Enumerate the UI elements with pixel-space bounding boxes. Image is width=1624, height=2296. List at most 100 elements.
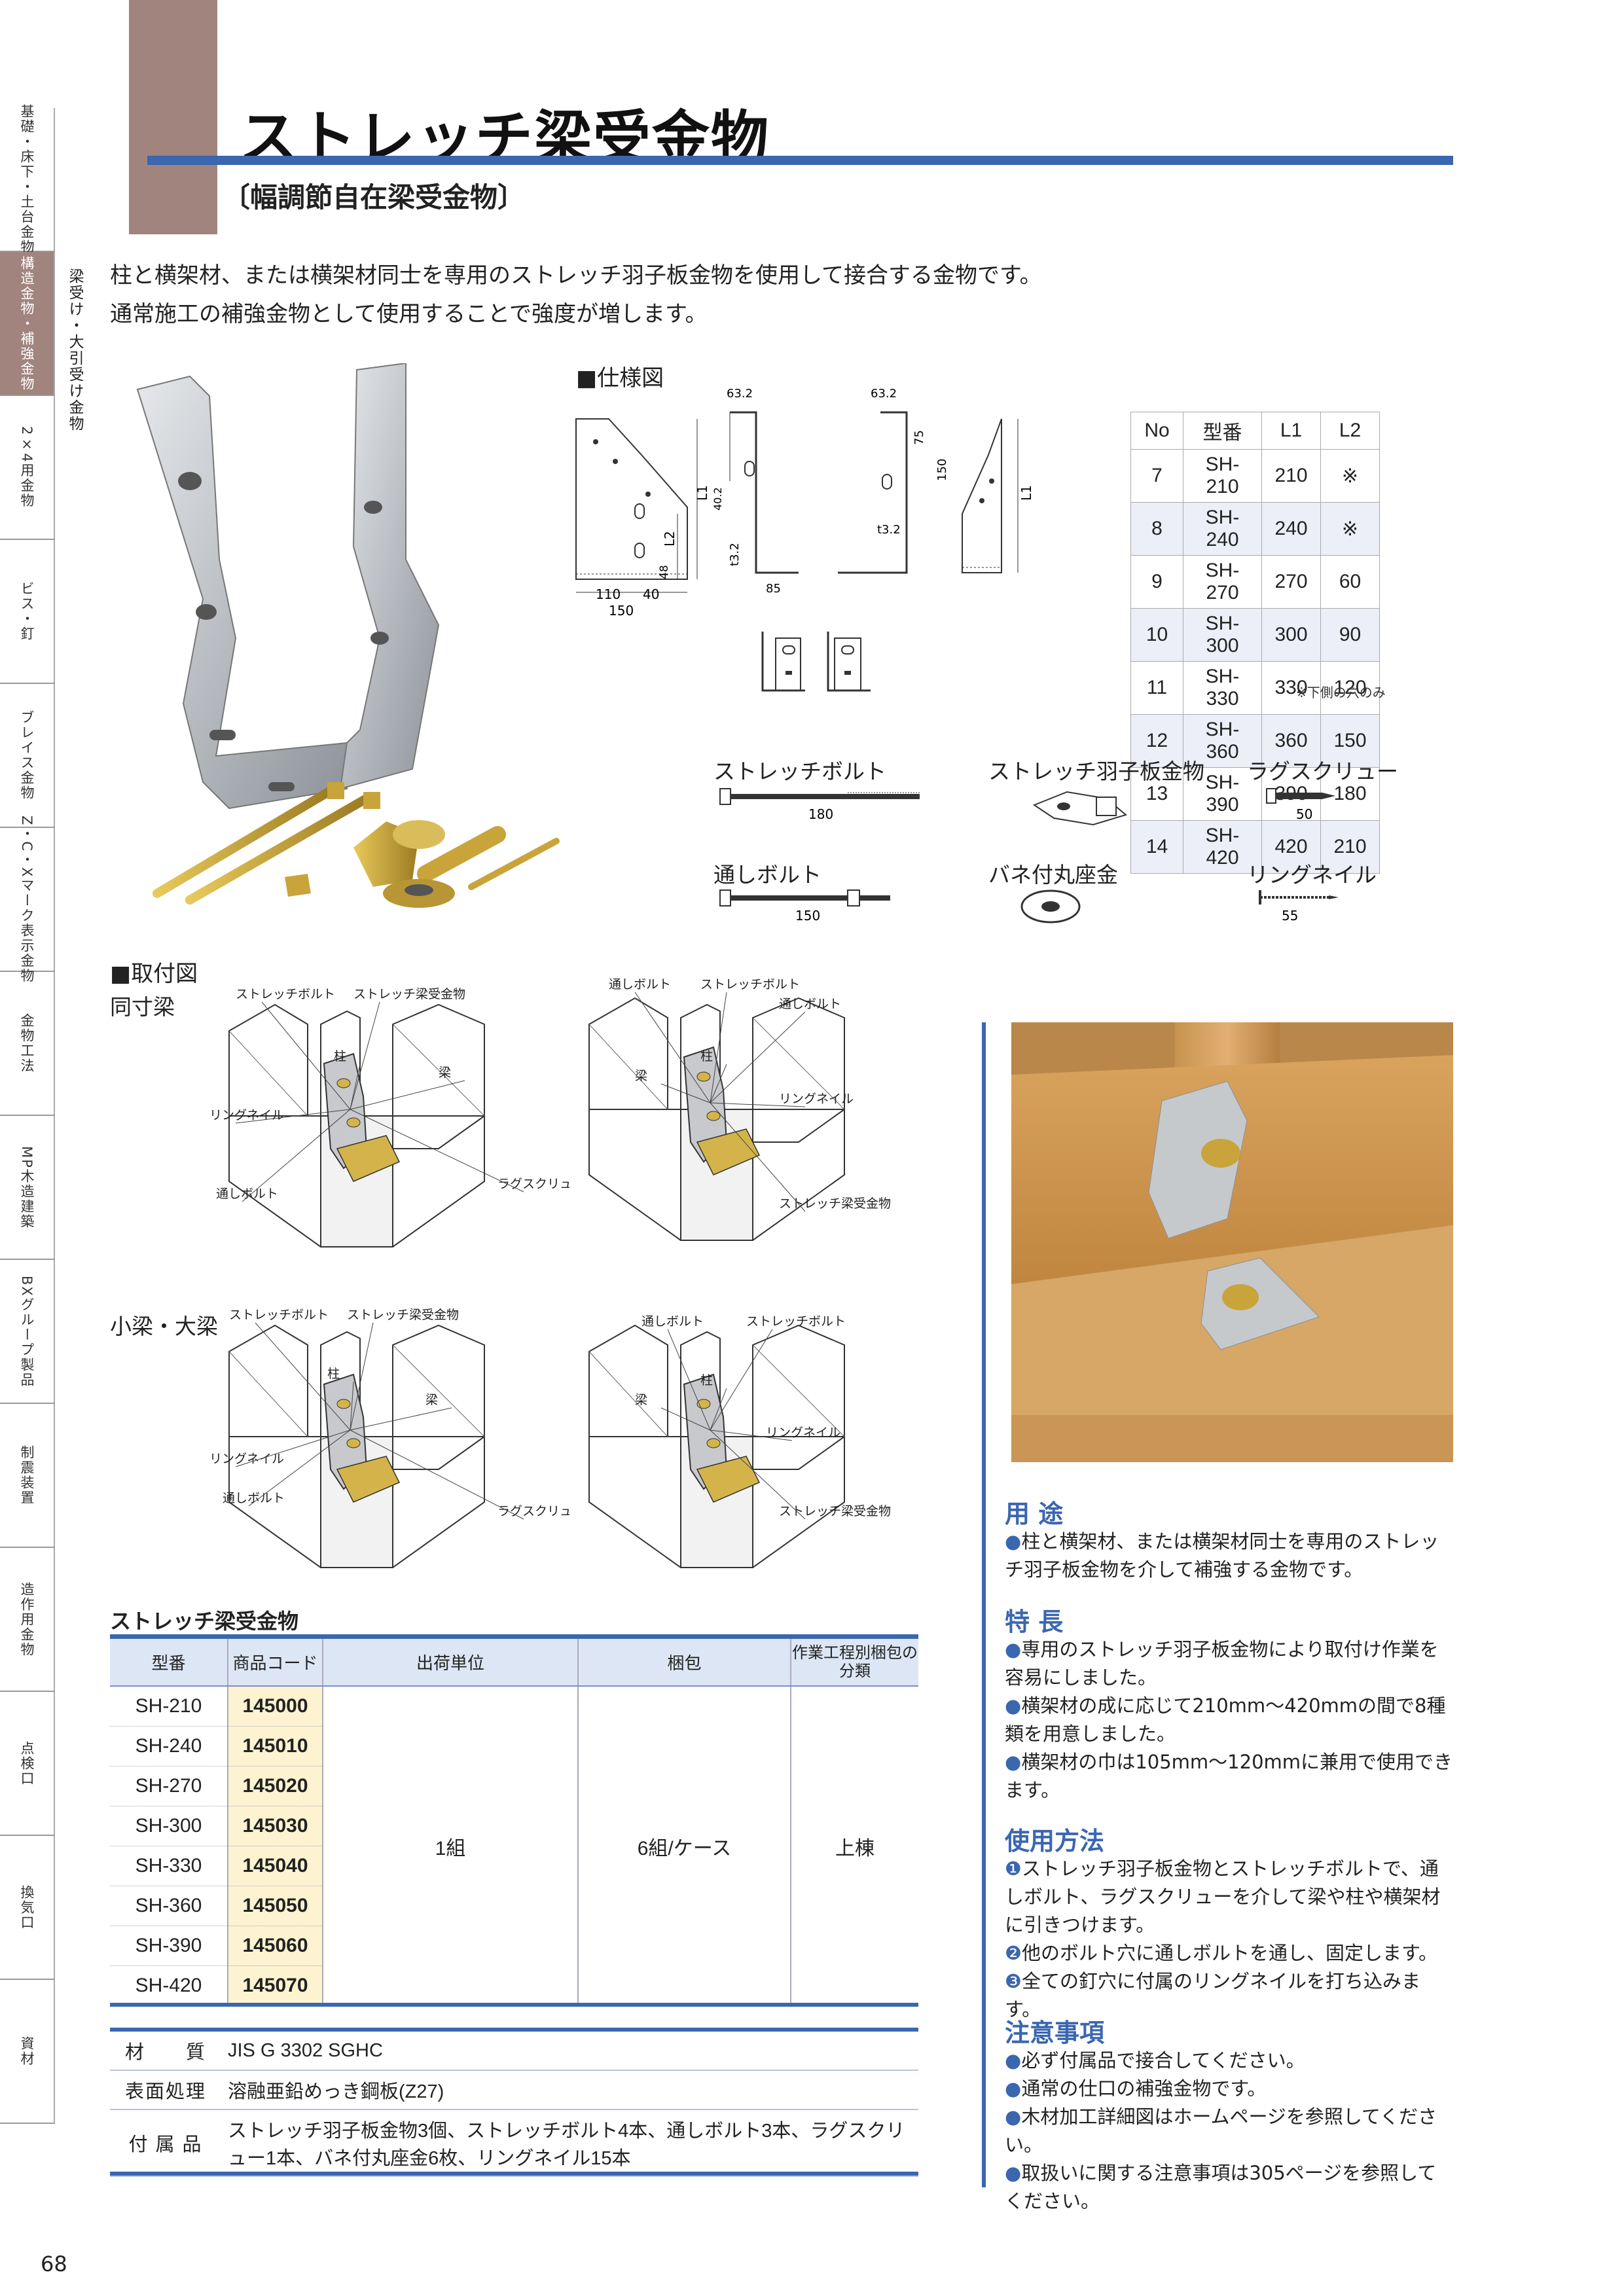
spec-cell: 90	[1320, 608, 1380, 662]
bullet: ●	[1005, 1695, 1022, 1717]
section-heading-method: 使用方法	[1005, 1827, 1105, 1856]
side-tab-9[interactable]: 制震装置	[0, 1404, 55, 1548]
material-key: 材 質	[110, 2032, 221, 2071]
sub-tab: 梁受け・大引受け金物	[60, 268, 89, 439]
spec-cell: 7	[1130, 449, 1183, 503]
side-tab-label: 資材	[19, 2036, 35, 2066]
side-tab-7[interactable]: MP木造建築	[0, 1116, 55, 1260]
order-cell-model: SH-330	[110, 1846, 228, 1886]
intro-line-1: 柱と横架材、または横架材同士を専用のストレッチ羽子板金物を使用して接合する金物で…	[110, 262, 1042, 289]
diagram-label-beam: 梁	[439, 1066, 451, 1080]
side-tab-label: 換気口	[19, 1884, 35, 1930]
spec-header-l2: L2	[1320, 412, 1380, 450]
spec-cell: 240	[1261, 502, 1321, 556]
order-cell-code: 145000	[228, 1686, 323, 1727]
attach-diagram-1: 通しボルトストレッチボルト通しボルト梁柱リングネイルストレッチ梁受金物	[588, 978, 891, 1241]
spec-cell: SH-390	[1183, 767, 1262, 821]
side-tab-label: BXグループ製品	[19, 1275, 35, 1388]
side-tab-label: 基礎・床下・土台金物	[19, 104, 35, 255]
dim-150-bottom: 150	[609, 603, 634, 619]
side-tab-10[interactable]: 造作用金物	[0, 1548, 55, 1692]
side-tab-5[interactable]: Z・C・Xマーク表示金物	[0, 816, 55, 983]
order-table-bottom-rule	[110, 2003, 918, 2007]
diagram-label-pillar: 柱	[700, 1049, 713, 1064]
spec-cell: SH-270	[1183, 555, 1262, 609]
side-tab-label: MP木造建築	[19, 1145, 35, 1229]
side-tab-13[interactable]: 資材	[0, 1980, 55, 2124]
through-bolt-dim: 150	[795, 908, 820, 923]
section-item-text: 取扱いに関する注意事項は305ページを参照してください。	[1005, 2162, 1437, 2212]
side-tab-6[interactable]: 金物工法	[0, 972, 55, 1116]
side-tab-12[interactable]: 換気口	[0, 1836, 55, 1980]
side-tab-label: 造作用金物	[19, 1581, 35, 1657]
order-cell-category: 上棟	[835, 1837, 875, 1859]
diagram-label-ring_nail: リングネイル	[209, 1108, 284, 1122]
side-tab-4[interactable]: ブレイス金物	[0, 684, 55, 828]
spec-cell: 120	[1320, 661, 1380, 715]
spec-cell: 270	[1261, 555, 1321, 609]
installation-photo	[1011, 1022, 1453, 1462]
material-value: 溶融亜鉛めっき鋼板(Z27)	[221, 2070, 918, 2110]
spec-header-l1: L1	[1261, 412, 1321, 450]
side-tab-label: 制震装置	[19, 1445, 35, 1505]
side-tab-8[interactable]: BXグループ製品	[0, 1260, 55, 1404]
order-cell-code: 145070	[228, 1965, 323, 2006]
material-table-bottom-rule	[110, 2172, 918, 2176]
column-rule	[982, 1022, 986, 2187]
section-item-features: ●専用のストレッチ羽子板金物により取付け作業を容易にしました。	[1005, 1636, 1453, 1692]
bullet: ●	[1005, 2162, 1022, 2184]
diagram-label-lag_screw: ラグスクリュー	[497, 1177, 569, 1191]
section-item-notes: ●取扱いに関する注意事項は305ページを参照してください。	[1005, 2159, 1453, 2215]
side-tab-1[interactable]: 構造金物・補強金物	[0, 252, 55, 396]
diagram-label-through_bolt: 通しボルト	[779, 997, 841, 1011]
stretch-bolt-drawing: 180	[719, 788, 920, 821]
material-row: 付 属 品ストレッチ羽子板金物3個、ストレッチボルト4本、通しボルト3本、ラグス…	[110, 2109, 918, 2177]
section-item-method: ❸全ての釘穴に付属のリングネイルを打ち込みます。	[1005, 1967, 1453, 2024]
side-tab-label: 金物工法	[19, 1013, 35, 1073]
order-header-category: 作業工程別梱包の分類	[791, 1639, 918, 1687]
side-tab-11[interactable]: 点検口	[0, 1692, 55, 1836]
section-item-use: ●柱と横架材、または横架材同士を専用のストレッチ羽子板金物を介して補強する金物で…	[1005, 1528, 1453, 1584]
spec-cell: 11	[1130, 661, 1183, 715]
material-value: ストレッチ羽子板金物3個、ストレッチボルト4本、通しボルト3本、ラグスクリュー1…	[221, 2109, 918, 2177]
side-tab-label: 点検口	[19, 1740, 35, 1786]
side-tab-2[interactable]: 2×4用金物	[0, 396, 55, 540]
page-subtitle: 〔幅調節自在梁受金物〕	[223, 181, 526, 213]
section-item-text: 横架材の成に応じて210mm〜420mmの間で8種類を用意しました。	[1005, 1695, 1446, 1745]
part-label-lag-screw: ラグスクリュー	[1247, 759, 1398, 784]
side-tab-0[interactable]: 基礎・床下・土台金物	[0, 104, 55, 255]
section-item-text: 必ず付属品で接合してください。	[1021, 2049, 1305, 2072]
through-bolt-drawing: 150	[719, 889, 890, 923]
spec-cell: ※	[1320, 502, 1380, 556]
spec-cell: SH-360	[1183, 714, 1262, 768]
diagram-label-through_bolt: 通しボルト	[609, 978, 671, 992]
washer-drawing	[1020, 889, 1081, 924]
order-cell-model: SH-300	[110, 1806, 228, 1846]
order-cell-pack: 6組/ケース	[578, 1686, 791, 2005]
section-heading-use: 用 途	[1005, 1499, 1064, 1528]
dim-63-2-b: 63.2	[871, 387, 897, 401]
attach-group-same: 同寸梁	[110, 994, 175, 1020]
section-item-text: ストレッチ羽子板金物とストレッチボルトで、通しボルト、ラグスクリューを介して梁や…	[1005, 1857, 1441, 1936]
diagram-label-stretch_bolt: ストレッチボルト	[700, 978, 800, 992]
side-tab-3[interactable]: ビス・釘	[0, 540, 55, 684]
diagram-label-through_bolt: 通しボルト	[223, 1491, 285, 1505]
order-header-model: 型番	[110, 1639, 228, 1687]
order-cell-model: SH-390	[110, 1926, 228, 1966]
spec-heading: ■仕様図	[576, 365, 664, 391]
part-label-plate: ストレッチ羽子板金物	[988, 759, 1204, 784]
diagram-label-stretch_bolt: ストレッチボルト	[236, 987, 335, 1001]
spec-cell: 9	[1130, 555, 1183, 609]
bullet: ●	[1005, 2106, 1022, 2128]
